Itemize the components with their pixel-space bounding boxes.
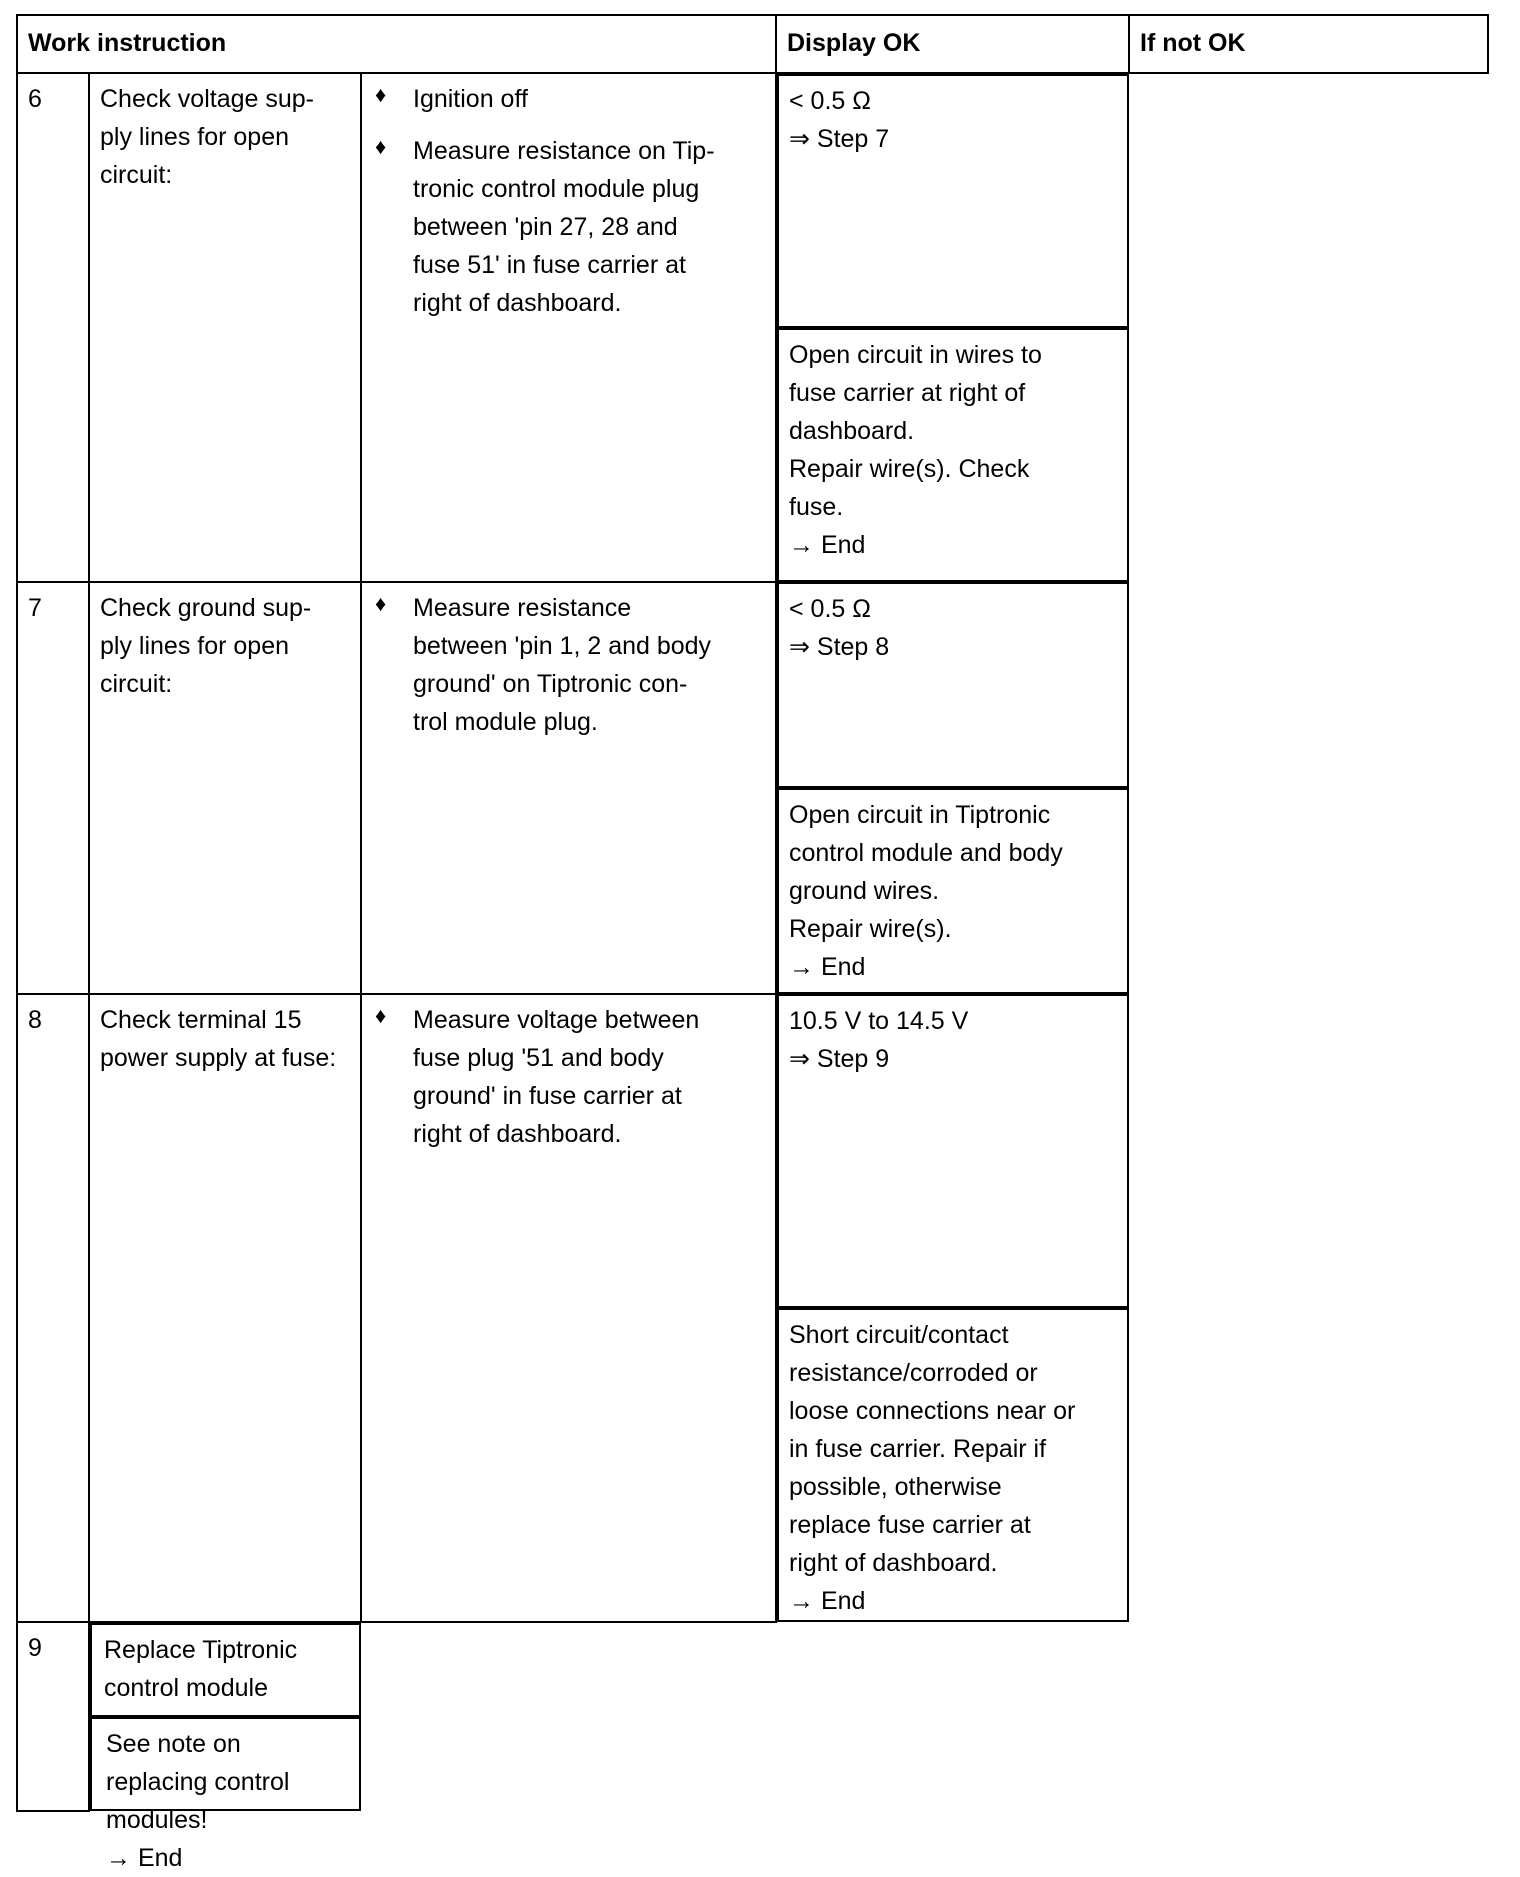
column-header-if-not-ok: If not OK bbox=[1128, 14, 1489, 74]
bullet-list: ♦ Ignition off ♦ Measure resistance on T… bbox=[372, 80, 765, 322]
table-header: Work instruction Display OK If not OK bbox=[16, 14, 1489, 74]
step-description: Check ground sup- ply lines for open cir… bbox=[88, 581, 362, 995]
header-row: Work instruction Display OK If not OK bbox=[16, 14, 1489, 74]
if-not-ok-value: Short circuit/contact resistance/corrode… bbox=[777, 1308, 1129, 1622]
step-description: Check terminal 15 power supply at fuse: bbox=[88, 993, 362, 1623]
list-item: ♦ Ignition off bbox=[372, 80, 765, 118]
list-item: ♦ Measure voltage between fuse plug '51 … bbox=[372, 1001, 765, 1153]
diamond-bullet-icon: ♦ bbox=[375, 591, 387, 616]
list-item-text: Measure voltage between fuse plug '51 an… bbox=[413, 1006, 700, 1148]
if-not-ok-value: Open circuit in wires to fuse carrier at… bbox=[777, 328, 1129, 582]
display-ok-value: 10.5 V to 14.5 V ⇒ Step 9 bbox=[777, 994, 1129, 1308]
display-ok-value: < 0.5 Ω ⇒ Step 7 bbox=[777, 74, 1129, 328]
table-row: 8 Check terminal 15 power supply at fuse… bbox=[16, 993, 1488, 1623]
table-row: 7 Check ground sup- ply lines for open c… bbox=[16, 581, 1488, 995]
diamond-bullet-icon: ♦ bbox=[375, 134, 387, 159]
step-bullet-list-cell: ♦ Measure voltage between fuse plug '51 … bbox=[360, 993, 777, 1623]
display-ok-value: < 0.5 Ω ⇒ Step 8 bbox=[777, 582, 1129, 788]
step-number: 7 bbox=[16, 581, 90, 995]
bullet-list: ♦ Measure voltage between fuse plug '51 … bbox=[372, 1001, 765, 1153]
list-item: ♦ Measure resistance between 'pin 1, 2 a… bbox=[372, 589, 765, 741]
column-header-work-instruction: Work instruction bbox=[16, 14, 777, 74]
diamond-bullet-icon: ♦ bbox=[375, 1003, 387, 1028]
page-sheet: Work instruction Display OK If not OK 6 … bbox=[16, 14, 1489, 1872]
list-item-text: Ignition off bbox=[413, 85, 528, 113]
list-item: ♦ Measure resistance on Tip- tronic cont… bbox=[372, 132, 765, 322]
table-row: 9 Replace Tiptronic control module See n… bbox=[16, 1621, 1488, 1872]
step-number: 8 bbox=[16, 993, 90, 1623]
step-bullet-list-cell: ♦ Ignition off ♦ Measure resistance on T… bbox=[360, 72, 777, 583]
step-number: 9 bbox=[16, 1621, 90, 1812]
step-bullet-list-cell: ♦ Measure resistance between 'pin 1, 2 a… bbox=[360, 581, 777, 995]
bullet-list: ♦ Measure resistance between 'pin 1, 2 a… bbox=[372, 589, 765, 741]
display-ok-value: See note on replacing control modules! →… bbox=[90, 1717, 361, 1872]
step-description: Replace Tiptronic control module bbox=[90, 1623, 361, 1717]
list-item-text: Measure resistance on Tip- tronic contro… bbox=[413, 137, 715, 317]
work-instruction-table: Work instruction Display OK If not OK 6 … bbox=[16, 14, 1489, 1872]
step-number: 6 bbox=[16, 72, 90, 583]
column-header-display-ok: Display OK bbox=[775, 14, 1130, 74]
list-item-text: Measure resistance between 'pin 1, 2 and… bbox=[413, 594, 712, 736]
step-description: Check voltage sup- ply lines for open ci… bbox=[88, 72, 362, 583]
if-not-ok-value: Open circuit in Tiptronic control module… bbox=[777, 788, 1129, 994]
table-body: 6 Check voltage sup- ply lines for open … bbox=[16, 72, 1488, 1872]
table-row: 6 Check voltage sup- ply lines for open … bbox=[16, 72, 1488, 583]
diamond-bullet-icon: ♦ bbox=[375, 82, 387, 107]
